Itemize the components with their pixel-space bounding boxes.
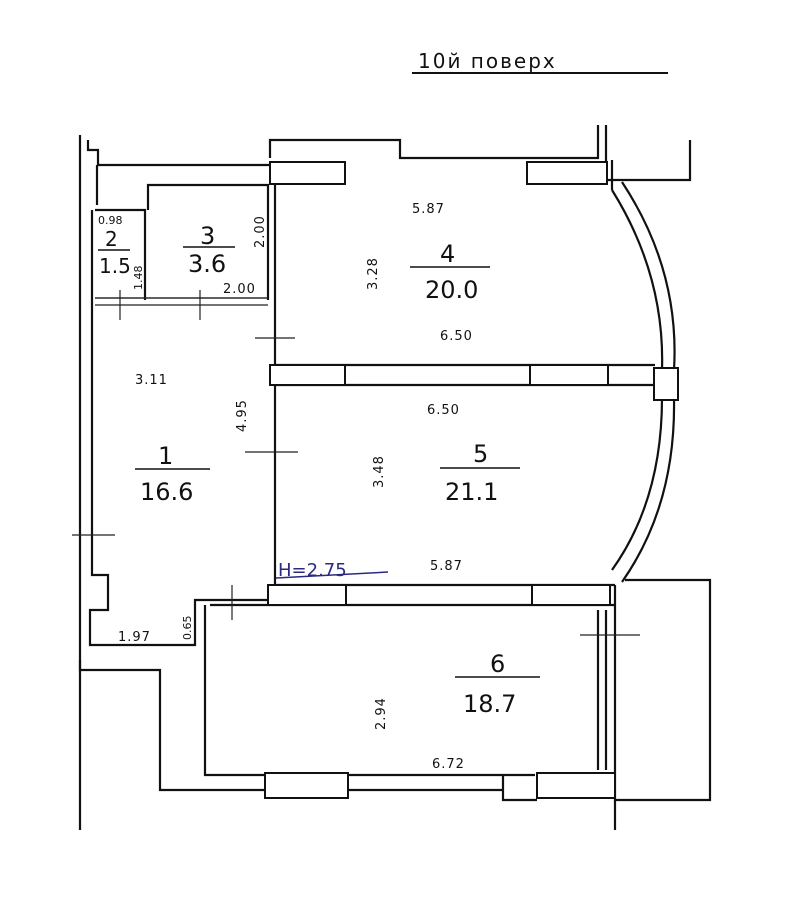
dim-room6-bottom: 6.72 <box>432 757 465 772</box>
dim-room1-bottom: 1.97 <box>118 630 151 645</box>
dim-room5-top: 6.50 <box>427 403 460 418</box>
dim-room6-side: 2.94 <box>374 697 389 730</box>
room-number: 2 <box>105 227 118 251</box>
room-number: 5 <box>473 440 488 468</box>
dim-room1-side: 4.95 <box>235 399 250 432</box>
dim-room2-width: 0.98 <box>98 214 123 227</box>
room-area: 1.5 <box>99 254 131 278</box>
dim-room1-top: 3.11 <box>135 373 168 388</box>
room-number: 6 <box>490 650 505 678</box>
windows <box>264 161 616 799</box>
dim-room5-side: 3.48 <box>372 455 387 488</box>
room-6: 6 18.7 <box>455 650 540 718</box>
dim-room1-step: 0.65 <box>181 616 194 641</box>
dimensions: 0.98 1.48 2.00 2.00 5.87 3.28 6.50 3.11 … <box>98 202 473 772</box>
room-number: 1 <box>158 442 173 470</box>
dim-room3-width: 2.00 <box>223 282 256 297</box>
room-area: 20.0 <box>425 276 478 304</box>
dim-room2-length: 1.48 <box>132 266 145 291</box>
dim-room4-bottom: 6.50 <box>440 329 473 344</box>
room-1: 1 16.6 <box>135 442 210 506</box>
room-area: 18.7 <box>463 690 516 718</box>
room-number: 3 <box>200 222 215 250</box>
dim-room4-side: 3.28 <box>366 257 381 290</box>
dim-room4-top: 5.87 <box>412 202 445 217</box>
floor-title: 10й поверх <box>418 49 557 73</box>
room-4: 4 20.0 <box>410 240 490 304</box>
dim-room5-bottom: 5.87 <box>430 559 463 574</box>
dim-room3-height: 2.00 <box>253 215 268 248</box>
room-area: 21.1 <box>445 478 498 506</box>
room-2: 2 1.5 <box>98 227 131 278</box>
room-3: 3 3.6 <box>183 222 235 278</box>
room-area: 3.6 <box>188 250 226 278</box>
room-5: 5 21.1 <box>440 440 520 506</box>
room-area: 16.6 <box>140 478 193 506</box>
room-number: 4 <box>440 240 455 268</box>
